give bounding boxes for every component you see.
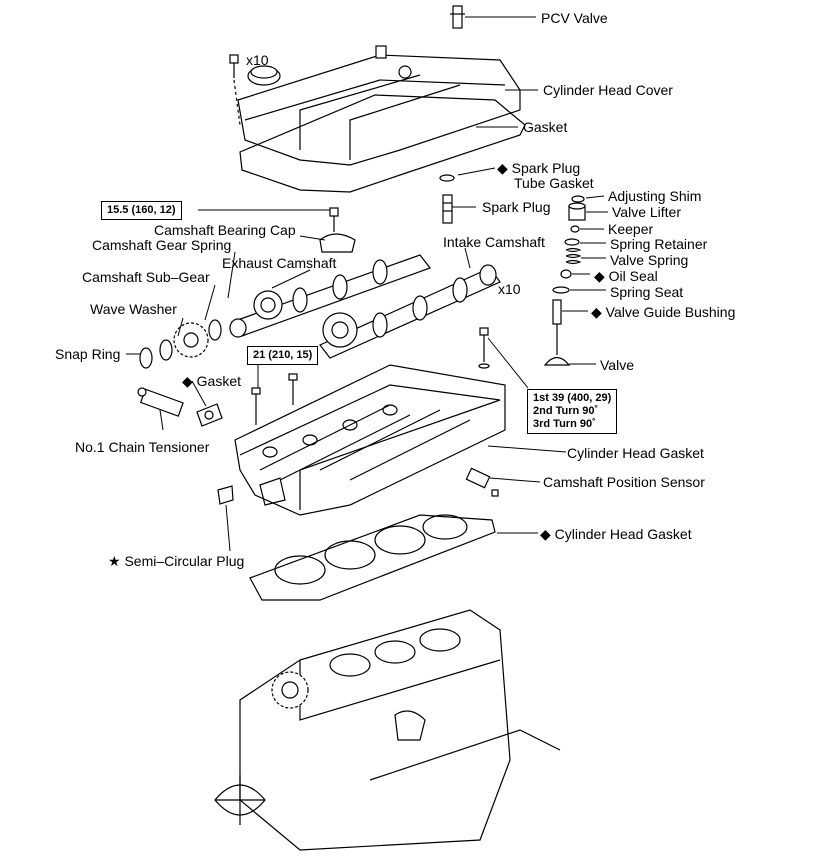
spark-plug-part — [439, 174, 455, 224]
torque-spec-head-bolt-3rd: 3rd Turn 90˚ — [533, 418, 596, 430]
leader-lines — [126, 16, 608, 552]
label-snap-ring: Snap Ring — [55, 346, 121, 362]
label-cylinder-head-cover: Cylinder Head Cover — [543, 82, 673, 98]
label-valve-guide-bushing: ◆ Valve Guide Bushing — [591, 304, 736, 320]
label-oil-seal: ◆ Oil Seal — [594, 268, 658, 284]
label-valve-spring: Valve Spring — [610, 252, 689, 268]
head-bolt-part — [478, 327, 490, 369]
exhaust-camshaft-part — [229, 254, 431, 338]
label-cylinder-head-gasket-lower: ◆ Cylinder Head Gasket — [540, 526, 692, 542]
label-valve: Valve — [600, 357, 634, 373]
torque-spec-tensioner-bolt: 21 (210, 15) — [247, 346, 319, 365]
label-gasket-tensioner: ◆ Gasket — [182, 373, 242, 389]
engine-block-part — [214, 609, 561, 851]
cover-bolt-part — [229, 54, 241, 126]
torque-spec-head-bolt-1st: 1st 39 (400, 29) — [533, 392, 612, 404]
cover-gasket-part — [239, 94, 526, 193]
label-spark-plug-tube-gasket-line2: Tube Gasket — [514, 175, 594, 191]
label-semi-circular-plug: ★ Semi–Circular Plug — [108, 553, 245, 569]
valve-train-parts — [543, 195, 586, 366]
tensioner-bolt-part — [251, 373, 298, 425]
label-no1-chain-tensioner: No.1 Chain Tensioner — [75, 439, 210, 455]
torque-spec-bearing-cap: 15.5 (160, 12) — [101, 201, 182, 220]
intake-camshaft-part — [319, 264, 501, 359]
head-gasket-part — [249, 514, 496, 601]
label-bolt-count-cap: x10 — [498, 281, 521, 297]
camshaft-sub-gear-part — [139, 319, 222, 369]
label-camshaft-position-sensor: Camshaft Position Sensor — [543, 474, 705, 490]
label-intake-camshaft: Intake Camshaft — [443, 234, 545, 250]
chain-tensioner-part — [137, 387, 223, 427]
label-exhaust-camshaft: Exhaust Camshaft — [222, 255, 337, 271]
torque-spec-head-bolt: 1st 39 (400, 29) 2nd Turn 90˚ 3rd Turn 9… — [527, 389, 618, 434]
label-camshaft-sub-gear: Camshaft Sub–Gear — [82, 269, 210, 285]
camshaft-bearing-cap-part — [319, 207, 356, 253]
label-valve-lifter: Valve Lifter — [612, 204, 681, 220]
label-keeper: Keeper — [608, 221, 654, 237]
label-gasket-cover: Gasket — [523, 119, 568, 135]
pcv-valve-part — [450, 5, 465, 29]
semi-circular-plug-part — [217, 485, 234, 505]
label-camshaft-gear-spring: Camshaft Gear Spring — [92, 237, 232, 253]
label-pcv-valve: PCV Valve — [541, 10, 608, 26]
camshaft-position-sensor-part — [465, 467, 499, 497]
label-wave-washer: Wave Washer — [90, 301, 177, 317]
cylinder-head-cover-part — [237, 45, 521, 166]
label-adjusting-shim: Adjusting Shim — [608, 188, 702, 204]
label-spring-retainer: Spring Retainer — [610, 236, 708, 252]
label-spark-plug-tube-gasket-line1: ◆ Spark Plug — [497, 160, 581, 176]
label-cylinder-head-gasket-upper: Cylinder Head Gasket — [567, 445, 704, 461]
label-camshaft-bearing-cap: Camshaft Bearing Cap — [154, 222, 296, 238]
label-spring-seat: Spring Seat — [610, 284, 684, 300]
label-bolt-count-cover: x10 — [246, 52, 269, 68]
torque-spec-head-bolt-2nd: 2nd Turn 90˚ — [533, 405, 599, 417]
label-spark-plug: Spark Plug — [482, 199, 551, 215]
cylinder-head-part — [234, 364, 506, 516]
